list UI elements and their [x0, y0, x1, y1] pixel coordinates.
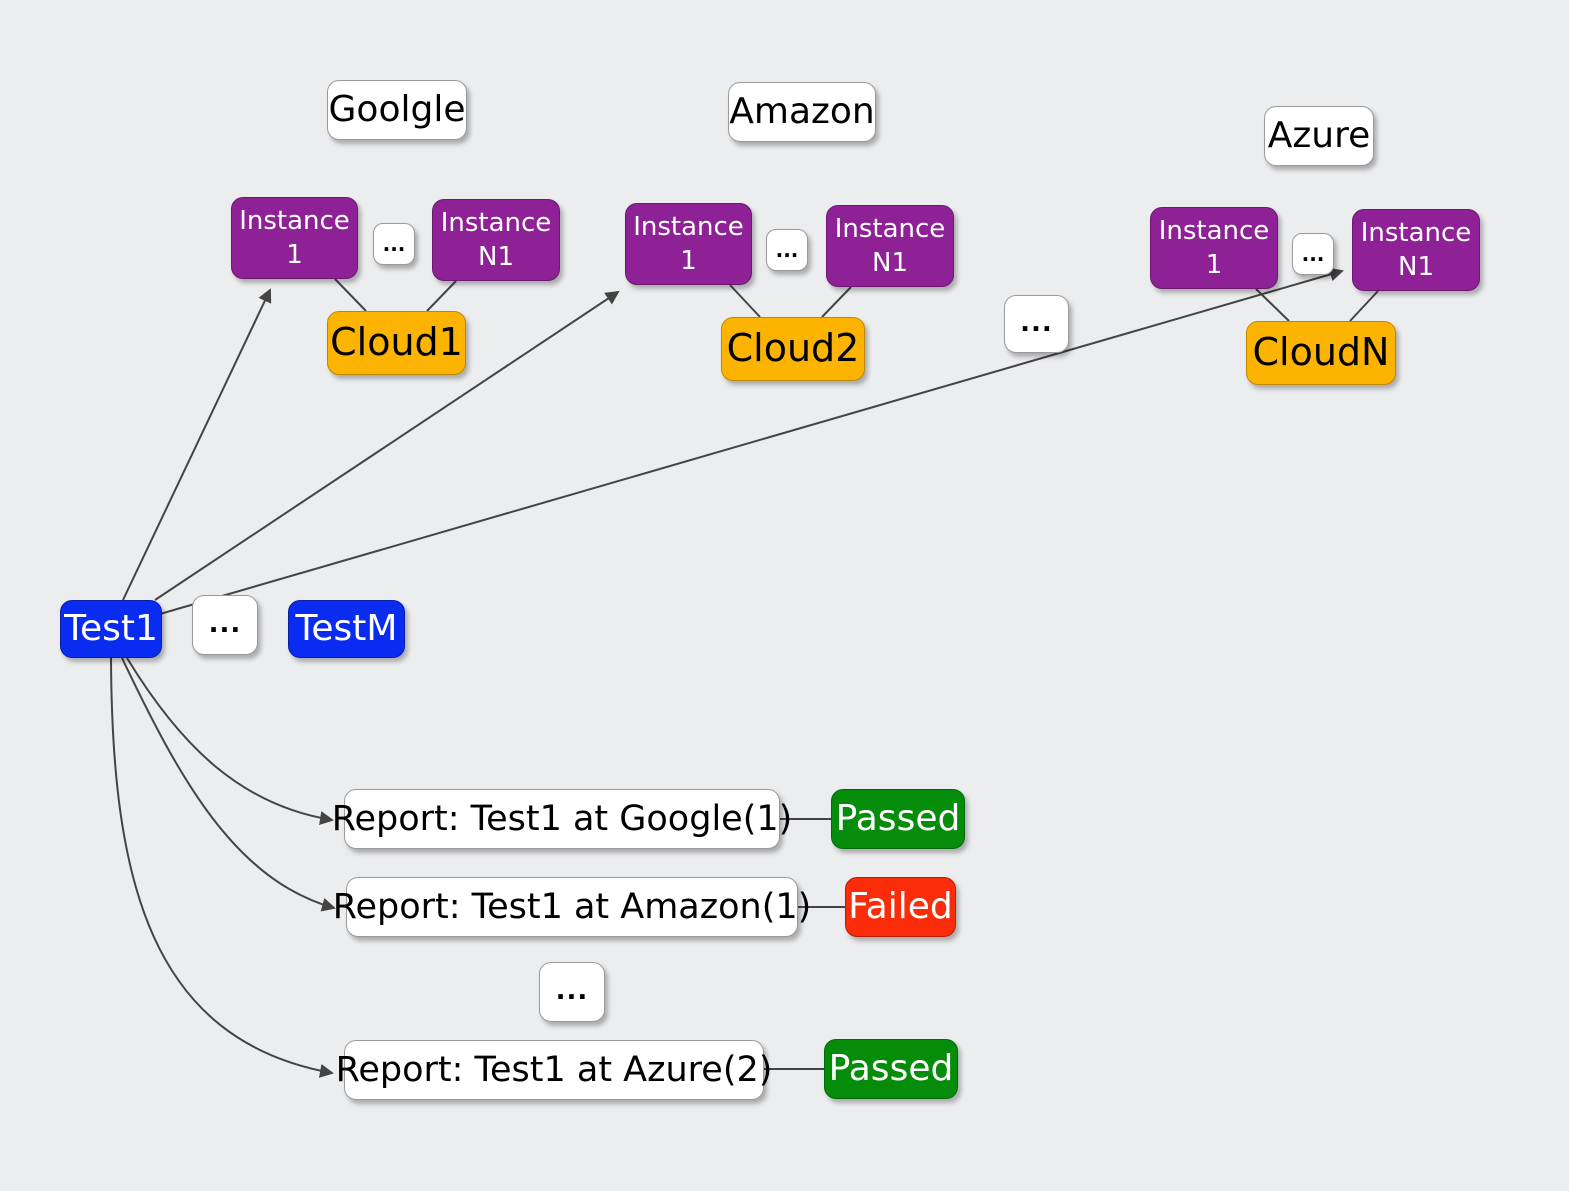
edge-test1-report-azure — [110, 657, 334, 1078]
cloud2-node[interactable]: Cloud2 — [721, 317, 865, 381]
azure-instances-ellipsis: ... — [1292, 233, 1334, 275]
provider-amazon-node[interactable]: Amazon — [728, 82, 876, 142]
amazon-instances-ellipsis: ... — [766, 229, 808, 271]
azure-instance-n1-node[interactable]: Instance N1 — [1352, 209, 1480, 291]
google-instance-n1-node[interactable]: Instance N1 — [432, 199, 560, 281]
provider-google-node[interactable]: Goolgle — [327, 80, 467, 140]
report-azure-node[interactable]: Report: Test1 at Azure(2) — [336, 1040, 772, 1100]
clouds-ellipsis: ... — [1004, 295, 1069, 353]
edge-test1-google-instance — [122, 288, 272, 601]
google-instances-ellipsis: ... — [373, 223, 415, 265]
edge-g-instn-cloud1 — [426, 280, 457, 312]
amazon-instance-1-node[interactable]: Instance 1 — [625, 203, 752, 285]
provider-azure-node[interactable]: Azure — [1264, 106, 1374, 166]
edge-a-inst1-cloud2 — [729, 284, 761, 318]
azure-instance-1-node[interactable]: Instance 1 — [1150, 207, 1278, 289]
cloud1-node[interactable]: Cloud1 — [327, 311, 466, 375]
edge-a-instn-cloud2 — [821, 286, 852, 318]
cloudn-node[interactable]: CloudN — [1246, 321, 1396, 385]
google-instance-1-node[interactable]: Instance 1 — [231, 197, 358, 279]
amazon-instance-n1-node[interactable]: Instance N1 — [826, 205, 954, 287]
status-failed-amazon: Failed — [845, 877, 956, 937]
tests-ellipsis: ... — [192, 595, 258, 655]
report-google-node[interactable]: Report: Test1 at Google(1) — [332, 789, 792, 849]
edge-z-instn-cloudn — [1349, 290, 1379, 322]
edge-z-inst1-cloudn — [1255, 288, 1290, 322]
test1-node[interactable]: Test1 — [60, 600, 162, 658]
testm-node[interactable]: TestM — [288, 600, 405, 658]
edge-test1-report-google — [126, 657, 334, 825]
edge-g-inst1-cloud1 — [334, 278, 367, 312]
reports-ellipsis: ... — [539, 962, 605, 1022]
edge-test1-report-amazon — [121, 657, 336, 912]
status-passed-azure: Passed — [824, 1039, 958, 1099]
report-amazon-node[interactable]: Report: Test1 at Amazon(1) — [333, 877, 811, 937]
status-passed-google: Passed — [831, 789, 965, 849]
